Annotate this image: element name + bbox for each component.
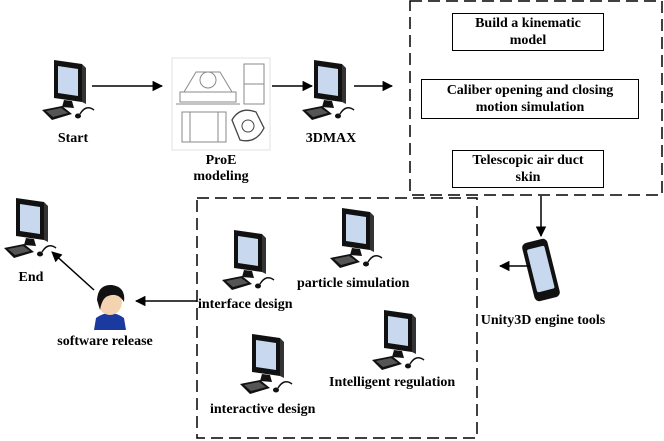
duct-line2: skin	[515, 170, 541, 185]
arrow-release-to-end	[51, 251, 95, 291]
kinematic-model-box: Build a kinematic model	[452, 13, 604, 51]
particle-simulation-computer-icon	[329, 207, 383, 269]
3dmax-computer-icon	[301, 59, 355, 121]
caliper-line2: motion simulation	[475, 100, 585, 115]
proe-modeling-label: ProE modeling	[193, 153, 248, 185]
development-group-box	[196, 197, 478, 439]
kinematic-line2: model	[509, 33, 547, 48]
interactive-design-computer-icon	[239, 333, 293, 395]
start-computer-icon	[41, 59, 95, 121]
interface-design-label: interface design	[198, 297, 293, 312]
3dmax-label: 3DMAX	[305, 131, 357, 146]
intelligent-regulation-label: Intelligent regulation	[329, 375, 456, 390]
air-duct-skin-box: Telescopic air duct skin	[452, 150, 604, 188]
proe-label-line2: modeling	[193, 169, 249, 185]
software-release-label: software release	[57, 334, 153, 349]
start-label: Start	[57, 131, 89, 146]
kinematic-line1: Build a kinematic	[475, 15, 581, 31]
interface-design-computer-icon	[221, 229, 275, 291]
proe-cad-drawing-icon	[171, 57, 271, 151]
animation-group-box	[409, 0, 663, 196]
person-avatar-icon	[94, 284, 126, 330]
unity-tools-label: Unity3D engine tools	[480, 313, 606, 328]
caliper-line1: Caliber opening and closing	[446, 82, 614, 98]
caliper-simulation-box: Caliber opening and closing motion simul…	[421, 79, 639, 119]
particle-simulation-label: particle simulation	[297, 276, 410, 291]
end-label: End	[18, 270, 44, 285]
intelligent-regulation-computer-icon	[371, 309, 425, 371]
duct-line1: Telescopic air duct	[472, 152, 584, 168]
interactive-design-label: interactive design	[210, 402, 316, 417]
proe-label-line1: ProE	[205, 153, 237, 168]
end-computer-icon	[3, 197, 57, 259]
unity-tablet-icon	[522, 238, 560, 302]
